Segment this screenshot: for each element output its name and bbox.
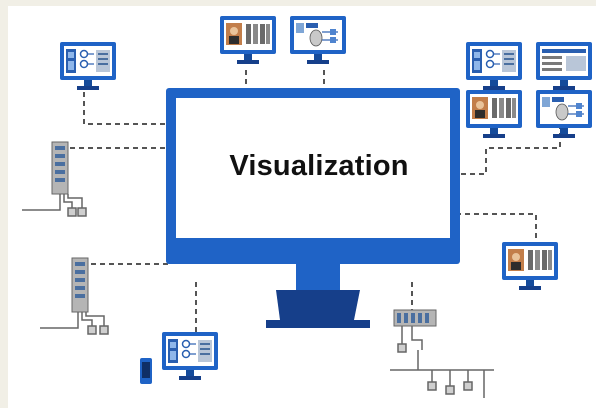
field-devices-left-upper bbox=[22, 194, 87, 217]
monitor-right-top-d bbox=[536, 90, 592, 138]
monitor-bottom-left bbox=[162, 332, 218, 380]
central-caption: Visualization bbox=[229, 150, 409, 182]
diagram-canvas: Visualization bbox=[8, 6, 596, 408]
monitor-top-center-b bbox=[290, 16, 346, 64]
field-bus-bottom-right bbox=[390, 326, 494, 398]
monitor-right-middle bbox=[502, 242, 558, 290]
monitor-right-top-c bbox=[466, 90, 522, 138]
connection-lines bbox=[70, 70, 561, 338]
monitor-right-top-a bbox=[466, 42, 522, 90]
monitor-right-top-b bbox=[536, 42, 592, 90]
central-monitor bbox=[166, 88, 460, 328]
visualization-diagram bbox=[22, 16, 592, 398]
monitor-top-left bbox=[60, 42, 116, 90]
field-devices-left-lower bbox=[40, 312, 109, 335]
monitor-top-center-a bbox=[220, 16, 276, 64]
io-rack-left-lower bbox=[71, 257, 89, 313]
io-rack-left-upper bbox=[51, 141, 69, 195]
io-rack-bottom-right bbox=[393, 309, 437, 327]
mobile-device bbox=[140, 358, 152, 384]
